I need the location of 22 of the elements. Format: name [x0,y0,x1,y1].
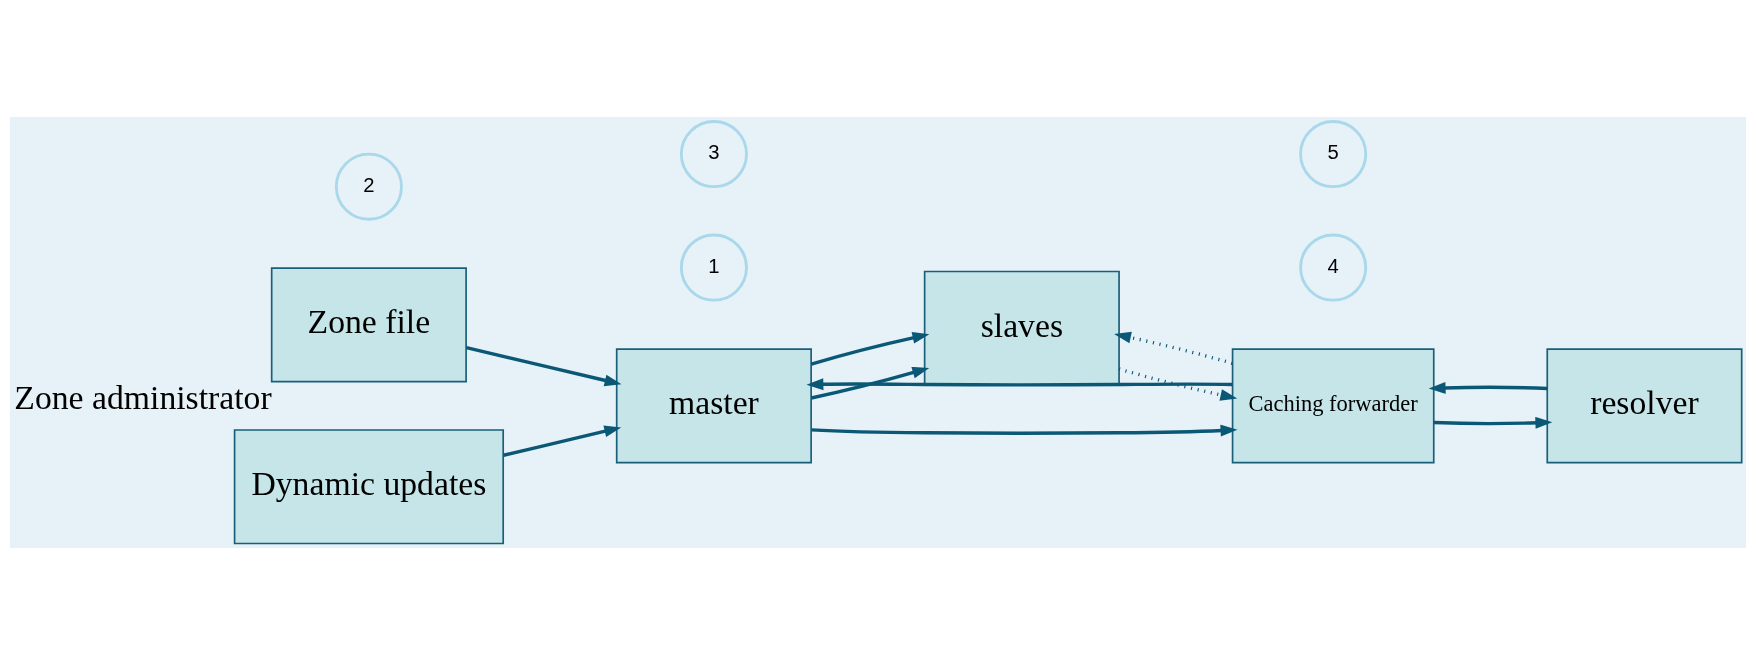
node-box: Dynamic updates [233,428,505,544]
node-circle: 4 [1299,233,1368,302]
node-box: master [615,347,812,463]
arrow [1433,416,1553,429]
node-box: Zone file [270,266,467,382]
node-box: resolver [1546,347,1743,463]
arrow [1428,381,1548,394]
node-circle: 3 [679,119,748,188]
arrow [503,425,622,457]
arrow [1114,331,1233,365]
arrow [810,331,930,366]
arrow [466,345,622,386]
arrow [1118,366,1238,401]
arrow [811,424,1238,436]
node-circle: 2 [334,152,403,221]
arrow [811,366,930,400]
arrow [806,377,1233,390]
node-circle: 1 [679,233,748,302]
node-box: Caching forwarder [1231,347,1435,463]
node-label: Zone administrator [14,378,272,416]
node-circle: 5 [1299,119,1368,188]
node-box: slaves [923,270,1120,386]
